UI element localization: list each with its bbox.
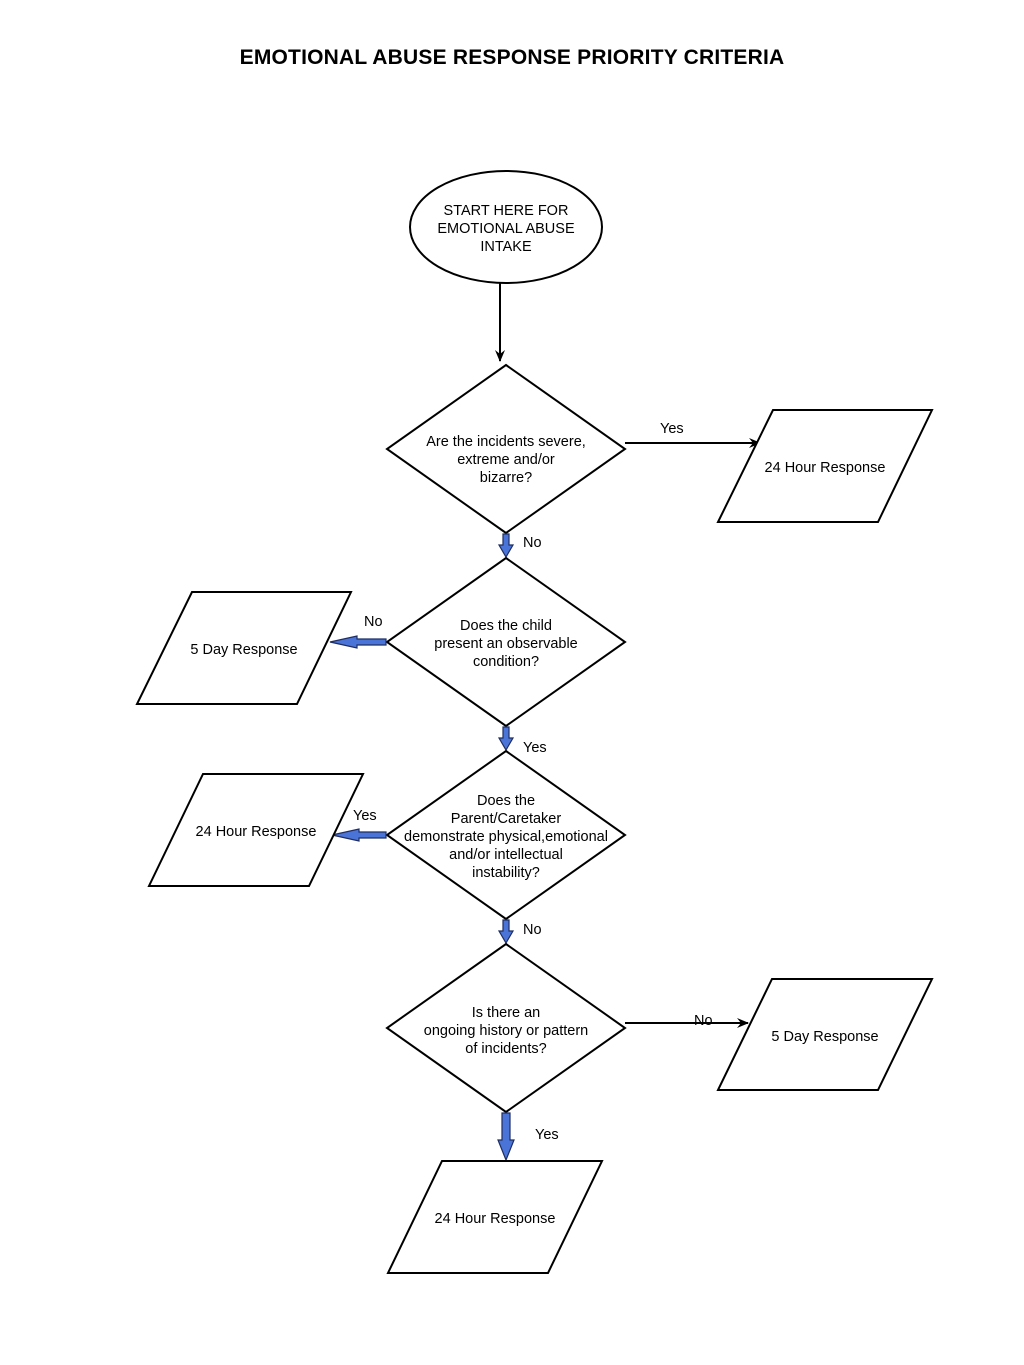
start-label-1: START HERE FOR	[444, 203, 569, 219]
connector-q1-no	[497, 533, 515, 559]
edge-label-q1-no: No	[523, 535, 542, 551]
decision-3-line-3: demonstrate physical,emotional	[404, 829, 608, 845]
decision-3-line-2: Parent/Caretaker	[451, 811, 562, 827]
connector-q2-yes	[497, 726, 515, 752]
decision-4-line-1: Is there an	[472, 1005, 541, 1021]
outcome-24-hour-response-3: 24 Hour Response	[386, 1160, 604, 1274]
start-label-3: INTAKE	[480, 239, 532, 255]
edge-label-q3-yes: Yes	[353, 808, 377, 824]
outcome-3-label: 24 Hour Response	[196, 824, 317, 840]
decision-ongoing-history: Is there an ongoing history or pattern o…	[385, 942, 627, 1114]
decision-caretaker-instability: Does the Parent/Caretaker demonstrate ph…	[385, 749, 627, 921]
outcome-2-label: 5 Day Response	[190, 642, 297, 658]
edge-label-q4-yes: Yes	[535, 1127, 559, 1143]
decision-1-line-3: bizarre?	[480, 470, 532, 486]
decision-3-line-5: instability?	[472, 865, 540, 881]
decision-2-line-2: present an observable	[434, 636, 578, 652]
edge-label-q2-yes: Yes	[523, 740, 547, 756]
decision-4-line-2: ongoing history or pattern	[424, 1023, 588, 1039]
decision-3-line-1: Does the	[477, 793, 535, 809]
decision-severe-incidents: Are the incidents severe, extreme and/or…	[385, 363, 627, 535]
outcome-24-hour-response-1: 24 Hour Response	[716, 409, 934, 523]
outcome-5-day-response-1: 5 Day Response	[135, 591, 353, 705]
decision-observable-condition: Does the child present an observable con…	[385, 556, 627, 728]
decision-1-line-2: extreme and/or	[457, 452, 555, 468]
edge-label-q2-no: No	[364, 614, 383, 630]
edge-label-q4-no: No	[694, 1013, 713, 1029]
decision-2-line-1: Does the child	[460, 618, 552, 634]
page-title: EMOTIONAL ABUSE RESPONSE PRIORITY CRITER…	[239, 46, 785, 69]
edge-label-q3-no: No	[523, 922, 542, 938]
connector-q3-yes	[331, 828, 387, 842]
start-node: START HERE FOR EMOTIONAL ABUSE INTAKE	[409, 170, 603, 284]
outcome-1-label: 24 Hour Response	[765, 460, 886, 476]
start-label-2: EMOTIONAL ABUSE	[437, 221, 575, 237]
outcome-24-hour-response-2: 24 Hour Response	[147, 773, 365, 887]
outcome-4-label: 5 Day Response	[771, 1029, 878, 1045]
decision-2-line-3: condition?	[473, 654, 539, 670]
decision-1-line-1: Are the incidents severe,	[426, 434, 586, 450]
connector-q3-no	[497, 919, 515, 945]
connector-q2-no	[329, 635, 387, 649]
connector-q4-yes	[497, 1112, 515, 1162]
outcome-5-label: 24 Hour Response	[435, 1211, 556, 1227]
edge-label-q1-yes: Yes	[660, 421, 684, 437]
decision-4-line-3: of incidents?	[465, 1041, 546, 1057]
outcome-5-day-response-2: 5 Day Response	[716, 978, 934, 1091]
decision-3-line-4: and/or intellectual	[449, 847, 563, 863]
